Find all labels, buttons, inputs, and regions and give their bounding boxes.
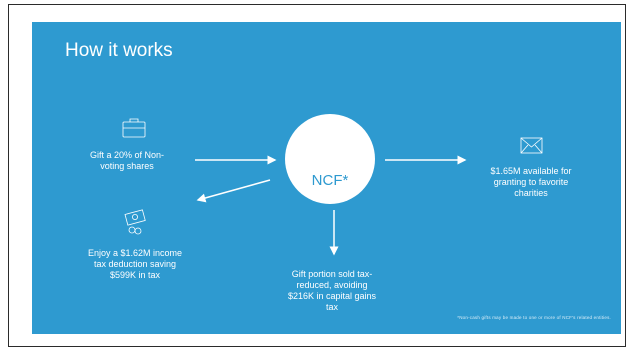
footnote: *Non-cash gifts may be made to one or mo…: [457, 315, 611, 320]
slide: How it works: [32, 22, 621, 334]
granting-label: $1.65M available for granting to favorit…: [490, 166, 572, 198]
slide-title: How it works: [65, 40, 173, 61]
flow-diagram: [122, 114, 543, 256]
ncf-circle: [285, 114, 375, 204]
gift-label: Gift a 20% of Non-voting shares: [89, 150, 165, 171]
arrow-ncf-to-deduction: [196, 179, 271, 203]
slide-frame: How it works: [8, 4, 626, 347]
ncf-label: NCF*: [311, 171, 349, 189]
sold-label: Gift portion sold tax-reduced, avoiding …: [287, 269, 377, 312]
envelope-icon: [520, 137, 543, 154]
money-icon: [124, 209, 146, 235]
briefcase-icon: [122, 118, 146, 138]
deduction-label: Enjoy a $1.62M income tax deduction savi…: [87, 248, 183, 280]
